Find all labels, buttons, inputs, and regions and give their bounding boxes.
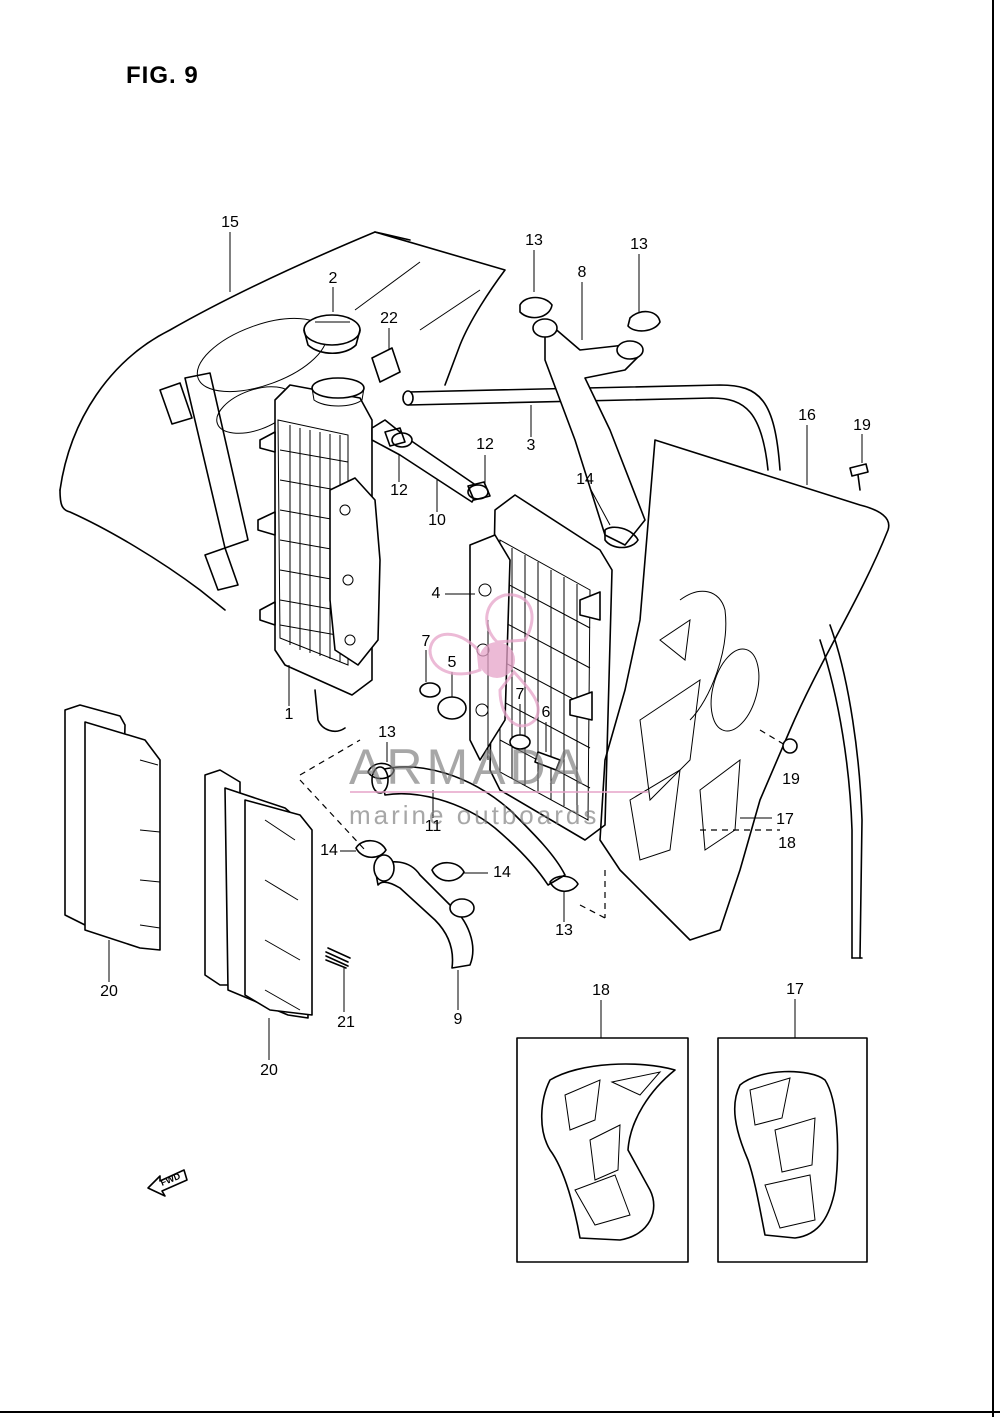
spring-part-21 [325, 947, 351, 969]
callout-7-left: 7 [421, 633, 431, 650]
watermark-tagline: marine outboards [349, 800, 600, 830]
callout-13-top-right: 13 [630, 236, 648, 253]
callout-6: 6 [541, 704, 551, 721]
lower-hose-part-11 [371, 766, 566, 886]
left-radiator-part-1 [257, 377, 381, 732]
page-border-right [992, 0, 994, 1417]
callout-5: 5 [447, 654, 457, 671]
callout-14-right: 14 [493, 864, 511, 881]
callout-15: 15 [221, 214, 239, 231]
callout-19-top: 19 [853, 417, 871, 434]
callout-13-middle: 13 [378, 724, 396, 741]
callout-14-upper: 14 [576, 471, 594, 488]
callout-18-inset: 18 [592, 982, 610, 999]
watermark-brand: ARMADA [349, 739, 587, 795]
radiator-guard-part-20-b [204, 769, 313, 1019]
forward-direction-arrow: FWD [147, 1169, 188, 1197]
callout-20-right: 20 [260, 1062, 278, 1079]
callout-4: 4 [431, 585, 441, 602]
radiator-cap-part-2 [303, 314, 361, 355]
callout-12-right: 12 [476, 436, 494, 453]
callout-22: 22 [380, 310, 398, 327]
callout-18-main: 18 [778, 835, 796, 852]
assembly-guide-lines [299, 620, 780, 919]
callout-19-bottom: 19 [782, 771, 800, 788]
callout-13-top-left: 13 [525, 232, 543, 249]
radiator-guard-part-20-a [64, 704, 161, 951]
callout-2: 2 [328, 270, 338, 287]
decal-inset-part-17 [717, 1037, 868, 1263]
radiator-shroud-part-15 [59, 231, 506, 611]
callout-17-inset: 17 [786, 981, 804, 998]
cushion-part-22 [371, 347, 401, 383]
watermark-propeller-logo [350, 593, 648, 793]
callout-16: 16 [798, 407, 816, 424]
callout-3: 3 [526, 437, 536, 454]
upper-hose-part-8 [519, 296, 661, 549]
callout-leader-lines [108, 232, 863, 1060]
callout-21: 21 [337, 1014, 355, 1031]
callout-7-right: 7 [515, 686, 525, 703]
figure-title: FIG. 9 [126, 62, 199, 89]
callout-1: 1 [284, 706, 294, 723]
callout-9: 9 [453, 1011, 463, 1028]
breather-tube-part-3 [402, 384, 781, 471]
callout-13-bottom: 13 [555, 922, 573, 939]
callout-14-left: 14 [320, 842, 338, 859]
callout-10: 10 [428, 512, 446, 529]
lower-hose-part-9 [373, 854, 475, 969]
bolts-part-19 [759, 463, 869, 754]
callout-17-main: 17 [776, 811, 794, 828]
connector-clamps-part-12 [384, 427, 491, 501]
page-border-bottom [0, 1411, 1000, 1413]
grommets-part-5-7 [419, 682, 561, 771]
frame-tube [819, 624, 863, 959]
decal-inset-part-18 [516, 1037, 689, 1263]
callout-8: 8 [577, 264, 587, 281]
hose-clamps-part-13-14 [355, 762, 579, 893]
callout-20-left: 20 [100, 983, 118, 1000]
callout-11: 11 [424, 818, 442, 835]
callout-12-left: 12 [390, 482, 408, 499]
